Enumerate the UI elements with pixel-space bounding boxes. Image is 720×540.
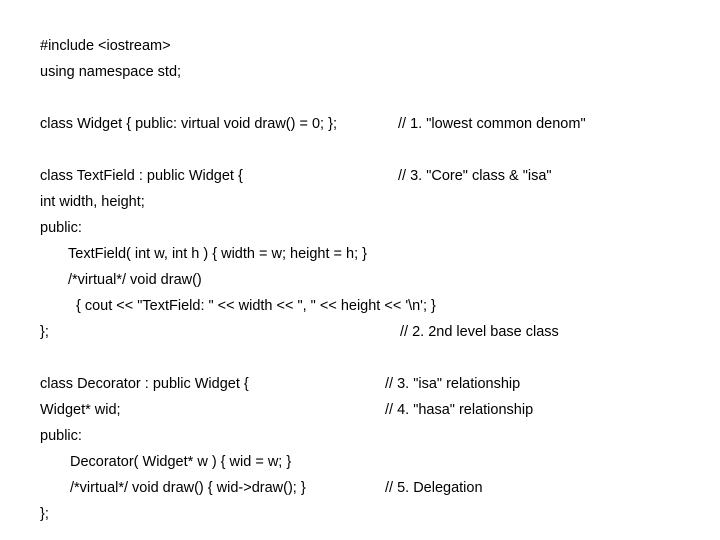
code-line: public: [40, 215, 700, 241]
code-text: public: [40, 220, 82, 236]
code-text: /*virtual*/ void draw() { wid->draw(); } [70, 480, 306, 496]
code-text: Widget* wid; [40, 402, 121, 418]
code-line: Decorator( Widget* w ) { wid = w; } [40, 449, 700, 475]
code-line: class Widget { public: virtual void draw… [40, 111, 700, 137]
code-text: int width, height; [40, 194, 145, 210]
code-text: public: [40, 428, 82, 444]
code-text: class Decorator : public Widget { [40, 376, 249, 392]
code-listing: #include <iostream> using namespace std; c… [40, 33, 700, 527]
code-text: TextField( int w, int h ) { width = w; h… [68, 246, 368, 262]
code-line [40, 137, 700, 163]
code-text: { cout << "TextField: " << width << ", "… [76, 298, 436, 314]
code-text: }; [40, 506, 49, 522]
code-line [40, 345, 700, 371]
code-line: Widget* wid; // 4. "hasa" relationship [40, 397, 700, 423]
code-text: /*virtual*/ void draw() [68, 272, 202, 288]
code-comment: // 5. Delegation [385, 480, 483, 496]
code-line: TextField( int w, int h ) { width = w; h… [40, 241, 700, 267]
code-comment: // 1. "lowest common denom" [398, 116, 586, 132]
code-line: }; // 2. 2nd level base class [40, 319, 700, 345]
code-comment: // 2. 2nd level base class [400, 324, 559, 340]
code-text: Decorator( Widget* w ) { wid = w; } [70, 454, 292, 470]
code-line: /*virtual*/ void draw() [40, 267, 700, 293]
code-line: class TextField : public Widget { // 3. "… [40, 163, 700, 189]
code-line: /*virtual*/ void draw() { wid->draw(); }… [40, 475, 700, 501]
code-line: { cout << "TextField: " << width << ", "… [40, 293, 700, 319]
code-text: }; [40, 324, 49, 340]
code-comment: // 4. "hasa" relationship [385, 402, 534, 418]
code-comment: // 3. "Core" class & "isa" [398, 168, 552, 184]
code-line: int width, height; [40, 189, 700, 215]
code-line [40, 85, 700, 111]
code-line: using namespace std; [40, 59, 700, 85]
code-text: #include <iostream> [40, 38, 171, 54]
code-text: using namespace std; [40, 64, 182, 80]
code-comment: // 3. "isa" relationship [385, 376, 521, 392]
code-text: class TextField : public Widget { [40, 168, 243, 184]
code-line: public: [40, 423, 700, 449]
code-line: #include <iostream> [40, 33, 700, 59]
code-line: class Decorator : public Widget { // 3. "… [40, 371, 700, 397]
code-line: }; [40, 501, 700, 527]
code-text: class Widget { public: virtual void draw… [40, 116, 337, 132]
